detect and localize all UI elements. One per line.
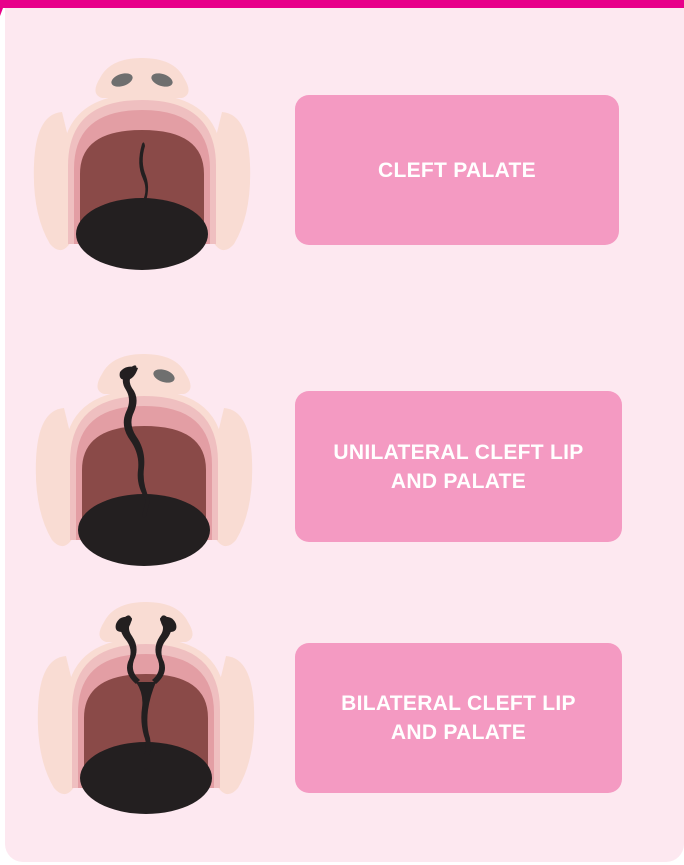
unilateral-cleft-lip-palate-label-box: UNILATERAL CLEFT LIP AND PALATE xyxy=(295,391,622,542)
unilateral-cleft-lip-palate-label: UNILATERAL CLEFT LIP AND PALATE xyxy=(333,438,583,496)
bilateral-cleft-lip-palate-label: BILATERAL CLEFT LIP AND PALATE xyxy=(341,689,576,747)
cleft-palate-label: CLEFT PALATE xyxy=(378,156,536,185)
cleft-palate-label-box: CLEFT PALATE xyxy=(295,95,619,245)
top-accent-bar xyxy=(0,0,684,8)
cleft-palate-icon xyxy=(32,54,252,279)
bilateral-cleft-lip-palate-label-box: BILATERAL CLEFT LIP AND PALATE xyxy=(295,643,622,793)
unilateral-cleft-lip-palate-icon xyxy=(34,350,254,575)
bilateral-cleft-lip-palate-icon xyxy=(36,598,256,823)
